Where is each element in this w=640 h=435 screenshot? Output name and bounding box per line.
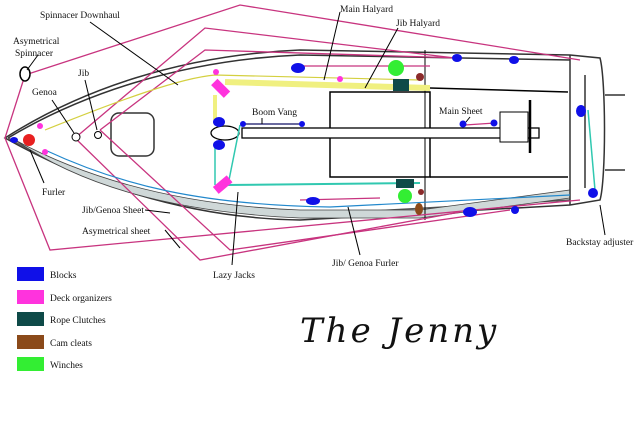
label-asym-sheet: Asymetrical sheet: [82, 227, 151, 237]
label-lazy-jacks: Lazy Jacks: [213, 271, 255, 281]
label-spinnaker-downhaul: Spinnacer Downhaul: [40, 11, 120, 21]
furler-icon: [23, 134, 35, 146]
legend-swatch-blocks: [17, 267, 44, 281]
legend-label: Rope Clutches: [50, 316, 106, 326]
label-backstay-adjuster: Backstay adjuster: [566, 238, 634, 248]
label-main-sheet: Main Sheet: [439, 107, 483, 117]
legend: Blocks Deck organizers Rope Clutches Cam…: [17, 267, 112, 371]
label-jib: Jib: [78, 69, 89, 79]
legend-label: Deck organizers: [50, 294, 112, 304]
legend-label: Winches: [50, 361, 83, 371]
jib-ring-icon: [94, 131, 102, 139]
label-genoa: Genoa: [32, 88, 58, 98]
label-boom-vang: Boom Vang: [252, 108, 297, 118]
boom: [210, 100, 540, 153]
legend-swatch-deck-organizers: [17, 290, 44, 304]
legend-label: Blocks: [50, 271, 77, 281]
label-jib-genoa-sheet: Jib/Genoa Sheet: [82, 206, 144, 216]
label-jib-halyard: Jib Halyard: [396, 19, 440, 29]
label-asym-spinnaker-2: Spinnacer: [15, 49, 54, 59]
label-main-halyard: Main Halyard: [340, 5, 393, 15]
label-furler: Furler: [42, 188, 66, 198]
label-jib-genoa-furler: Jib/ Genoa Furler: [332, 259, 399, 269]
genoa-ring-icon: [71, 132, 81, 142]
labels: Spinnacer Downhaul Asymetrical Spinnacer…: [13, 5, 634, 281]
leader-lines: [26, 11, 606, 266]
label-asym-spinnaker: Asymetrical: [13, 37, 60, 47]
legend-swatch-rope-clutches: [17, 312, 44, 326]
legend-label: Cam cleats: [50, 339, 92, 349]
legend-swatch-cam-cleats: [17, 335, 44, 349]
hardware: [10, 54, 598, 217]
legend-swatch-winches: [17, 357, 44, 371]
diagram-title: The Jenny: [300, 311, 499, 351]
spinnaker-ring-icon: [19, 66, 31, 82]
